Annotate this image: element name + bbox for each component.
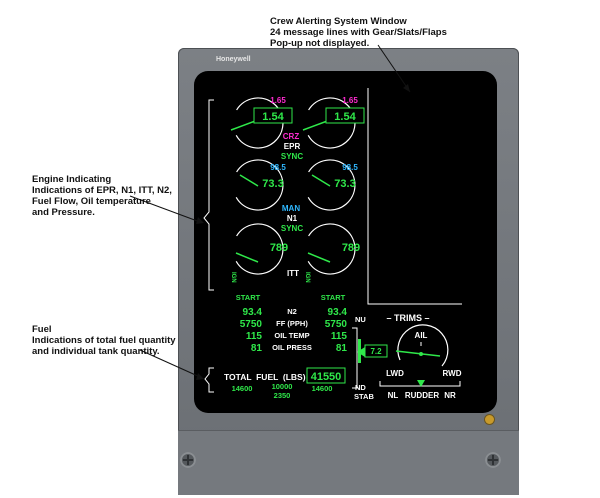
rudder-nl-label: NL bbox=[388, 391, 399, 400]
epr-label: EPR bbox=[284, 142, 301, 151]
epr-value-left: 1.54 bbox=[262, 111, 284, 123]
total-fuel-value: 41550 bbox=[311, 371, 342, 383]
start-label-right: START bbox=[321, 293, 346, 302]
engine-annotation: Engine Indicating Indications of EPR, N1… bbox=[32, 174, 172, 218]
stab-label: STAB bbox=[354, 392, 374, 401]
cas-arrowhead-icon bbox=[403, 84, 410, 92]
n1-value-left: 73.3 bbox=[262, 178, 283, 190]
cas-window-border bbox=[367, 88, 462, 305]
cas-annotation: Crew Alerting System Window 24 message l… bbox=[270, 16, 447, 49]
cas-annotation-line: 24 message lines with Gear/Slats/Flaps bbox=[270, 27, 447, 38]
total-fuel-box bbox=[306, 367, 346, 384]
itt-gauge-right: 789 bbox=[307, 223, 360, 275]
status-led-icon bbox=[485, 415, 494, 424]
cas-annotation-line: Pop-up not displayed. bbox=[270, 38, 370, 49]
fuel-annotation: Fuel Indications of total fuel quantity … bbox=[32, 324, 176, 357]
stab-value-box bbox=[364, 344, 388, 358]
total-fuel-label: TOTAL FUEL (LBS) bbox=[224, 372, 306, 382]
display-screen bbox=[194, 71, 497, 413]
epr-gauge-left: 1.65 1.54 bbox=[230, 96, 293, 149]
itt-value-right: 789 bbox=[342, 242, 360, 254]
ign-label-left: IGN bbox=[230, 272, 236, 283]
n1-value-right: 73.3 bbox=[334, 178, 355, 190]
rwd-label: RWD bbox=[443, 369, 462, 378]
epr-target-left: 1.65 bbox=[270, 96, 286, 105]
fuel-right-tank: 14600 bbox=[312, 384, 333, 393]
engine-annotation-line: Indications of EPR, N1, ITT, N2, bbox=[32, 185, 172, 196]
oil-press-value-left: 81 bbox=[251, 343, 263, 354]
oil-press-label: OIL PRESS bbox=[272, 343, 312, 352]
brand-logo: Honeywell bbox=[216, 56, 251, 63]
start-label-left: START bbox=[236, 293, 261, 302]
stab-pointer-icon bbox=[357, 347, 365, 357]
n1-target-left: 98.5 bbox=[270, 163, 286, 172]
engine-bracket bbox=[203, 99, 214, 291]
epr-gauge-right: 1.65 1.54 bbox=[302, 96, 365, 149]
itt-label: ITT bbox=[287, 269, 299, 278]
n2-value-right: 93.4 bbox=[328, 307, 348, 318]
rudder-label: RUDDER bbox=[405, 391, 439, 400]
stab-nd-label: ND bbox=[355, 383, 366, 392]
rudder-nr-label: NR bbox=[444, 391, 456, 400]
fuel-annotation-line: Fuel bbox=[32, 324, 52, 335]
n2-value-left: 93.4 bbox=[243, 307, 263, 318]
fuel-center-tank-2: 2350 bbox=[274, 391, 291, 400]
oil-temp-value-right: 115 bbox=[331, 331, 348, 342]
n1-label: N1 bbox=[287, 214, 298, 223]
fuel-annotation-line: Indications of total fuel quantity bbox=[32, 335, 176, 346]
fuel-leader-line bbox=[139, 349, 201, 378]
ff-value-right: 5750 bbox=[325, 319, 348, 330]
n2-label: N2 bbox=[287, 307, 297, 316]
n1-mode-label: MAN bbox=[282, 204, 300, 213]
epr-value-right: 1.54 bbox=[334, 111, 356, 123]
n1-target-right: 98.5 bbox=[342, 163, 358, 172]
engine-annotation-line: Engine Indicating bbox=[32, 174, 112, 185]
stab-scale bbox=[352, 327, 358, 389]
n1-gauge-right: 98.5 73.3 bbox=[307, 159, 358, 211]
oil-temp-label: OIL TEMP bbox=[274, 331, 309, 340]
cas-leader-line bbox=[377, 44, 411, 93]
n1-sync-label: SYNC bbox=[281, 224, 303, 233]
bezel-bottom-panel bbox=[178, 430, 519, 495]
rudder-trim-scale bbox=[379, 381, 461, 387]
fuel-left-tank: 14600 bbox=[232, 384, 253, 393]
stab-value: 7.2 bbox=[370, 347, 382, 356]
trims-title: – TRIMS – bbox=[386, 313, 429, 323]
engine-annotation-line: and Pressure. bbox=[32, 207, 95, 218]
fuel-arrowhead-icon bbox=[196, 373, 204, 380]
epr-sync-label: SYNC bbox=[281, 152, 303, 161]
engine-leader-line bbox=[129, 195, 201, 223]
ff-label: FF (PPH) bbox=[276, 319, 308, 328]
aileron-pivot bbox=[419, 352, 423, 356]
engine-annotation-line: Fuel Flow, Oil temperature bbox=[32, 196, 151, 207]
aileron-label: AIL bbox=[415, 331, 428, 340]
screw-icon bbox=[180, 452, 196, 468]
stab-nu-label: NU bbox=[355, 315, 366, 324]
engine-arrowhead-icon bbox=[196, 217, 204, 224]
n1-gauge-left: 98.5 73.3 bbox=[235, 159, 286, 211]
oil-temp-value-left: 115 bbox=[246, 331, 263, 342]
screw-icon bbox=[485, 452, 501, 468]
itt-gauge-left: 789 bbox=[235, 223, 288, 275]
ign-label-right: IGN bbox=[304, 272, 310, 283]
fuel-annotation-line: and individual tank quantity. bbox=[32, 346, 160, 357]
ff-value-left: 5750 bbox=[240, 319, 263, 330]
rudder-pointer-icon bbox=[417, 380, 425, 387]
cas-annotation-line: Crew Alerting System Window bbox=[270, 16, 407, 27]
lwd-label: LWD bbox=[386, 369, 404, 378]
aileron-pointer bbox=[395, 350, 441, 357]
fuel-center-tank: 10000 bbox=[272, 382, 293, 391]
aileron-trim-arc bbox=[397, 324, 449, 367]
oil-press-value-right: 81 bbox=[336, 343, 348, 354]
fuel-bracket bbox=[204, 367, 214, 393]
itt-value-left: 789 bbox=[270, 242, 288, 254]
epr-mode-label: CRZ bbox=[283, 132, 300, 141]
epr-target-right: 1.65 bbox=[342, 96, 358, 105]
